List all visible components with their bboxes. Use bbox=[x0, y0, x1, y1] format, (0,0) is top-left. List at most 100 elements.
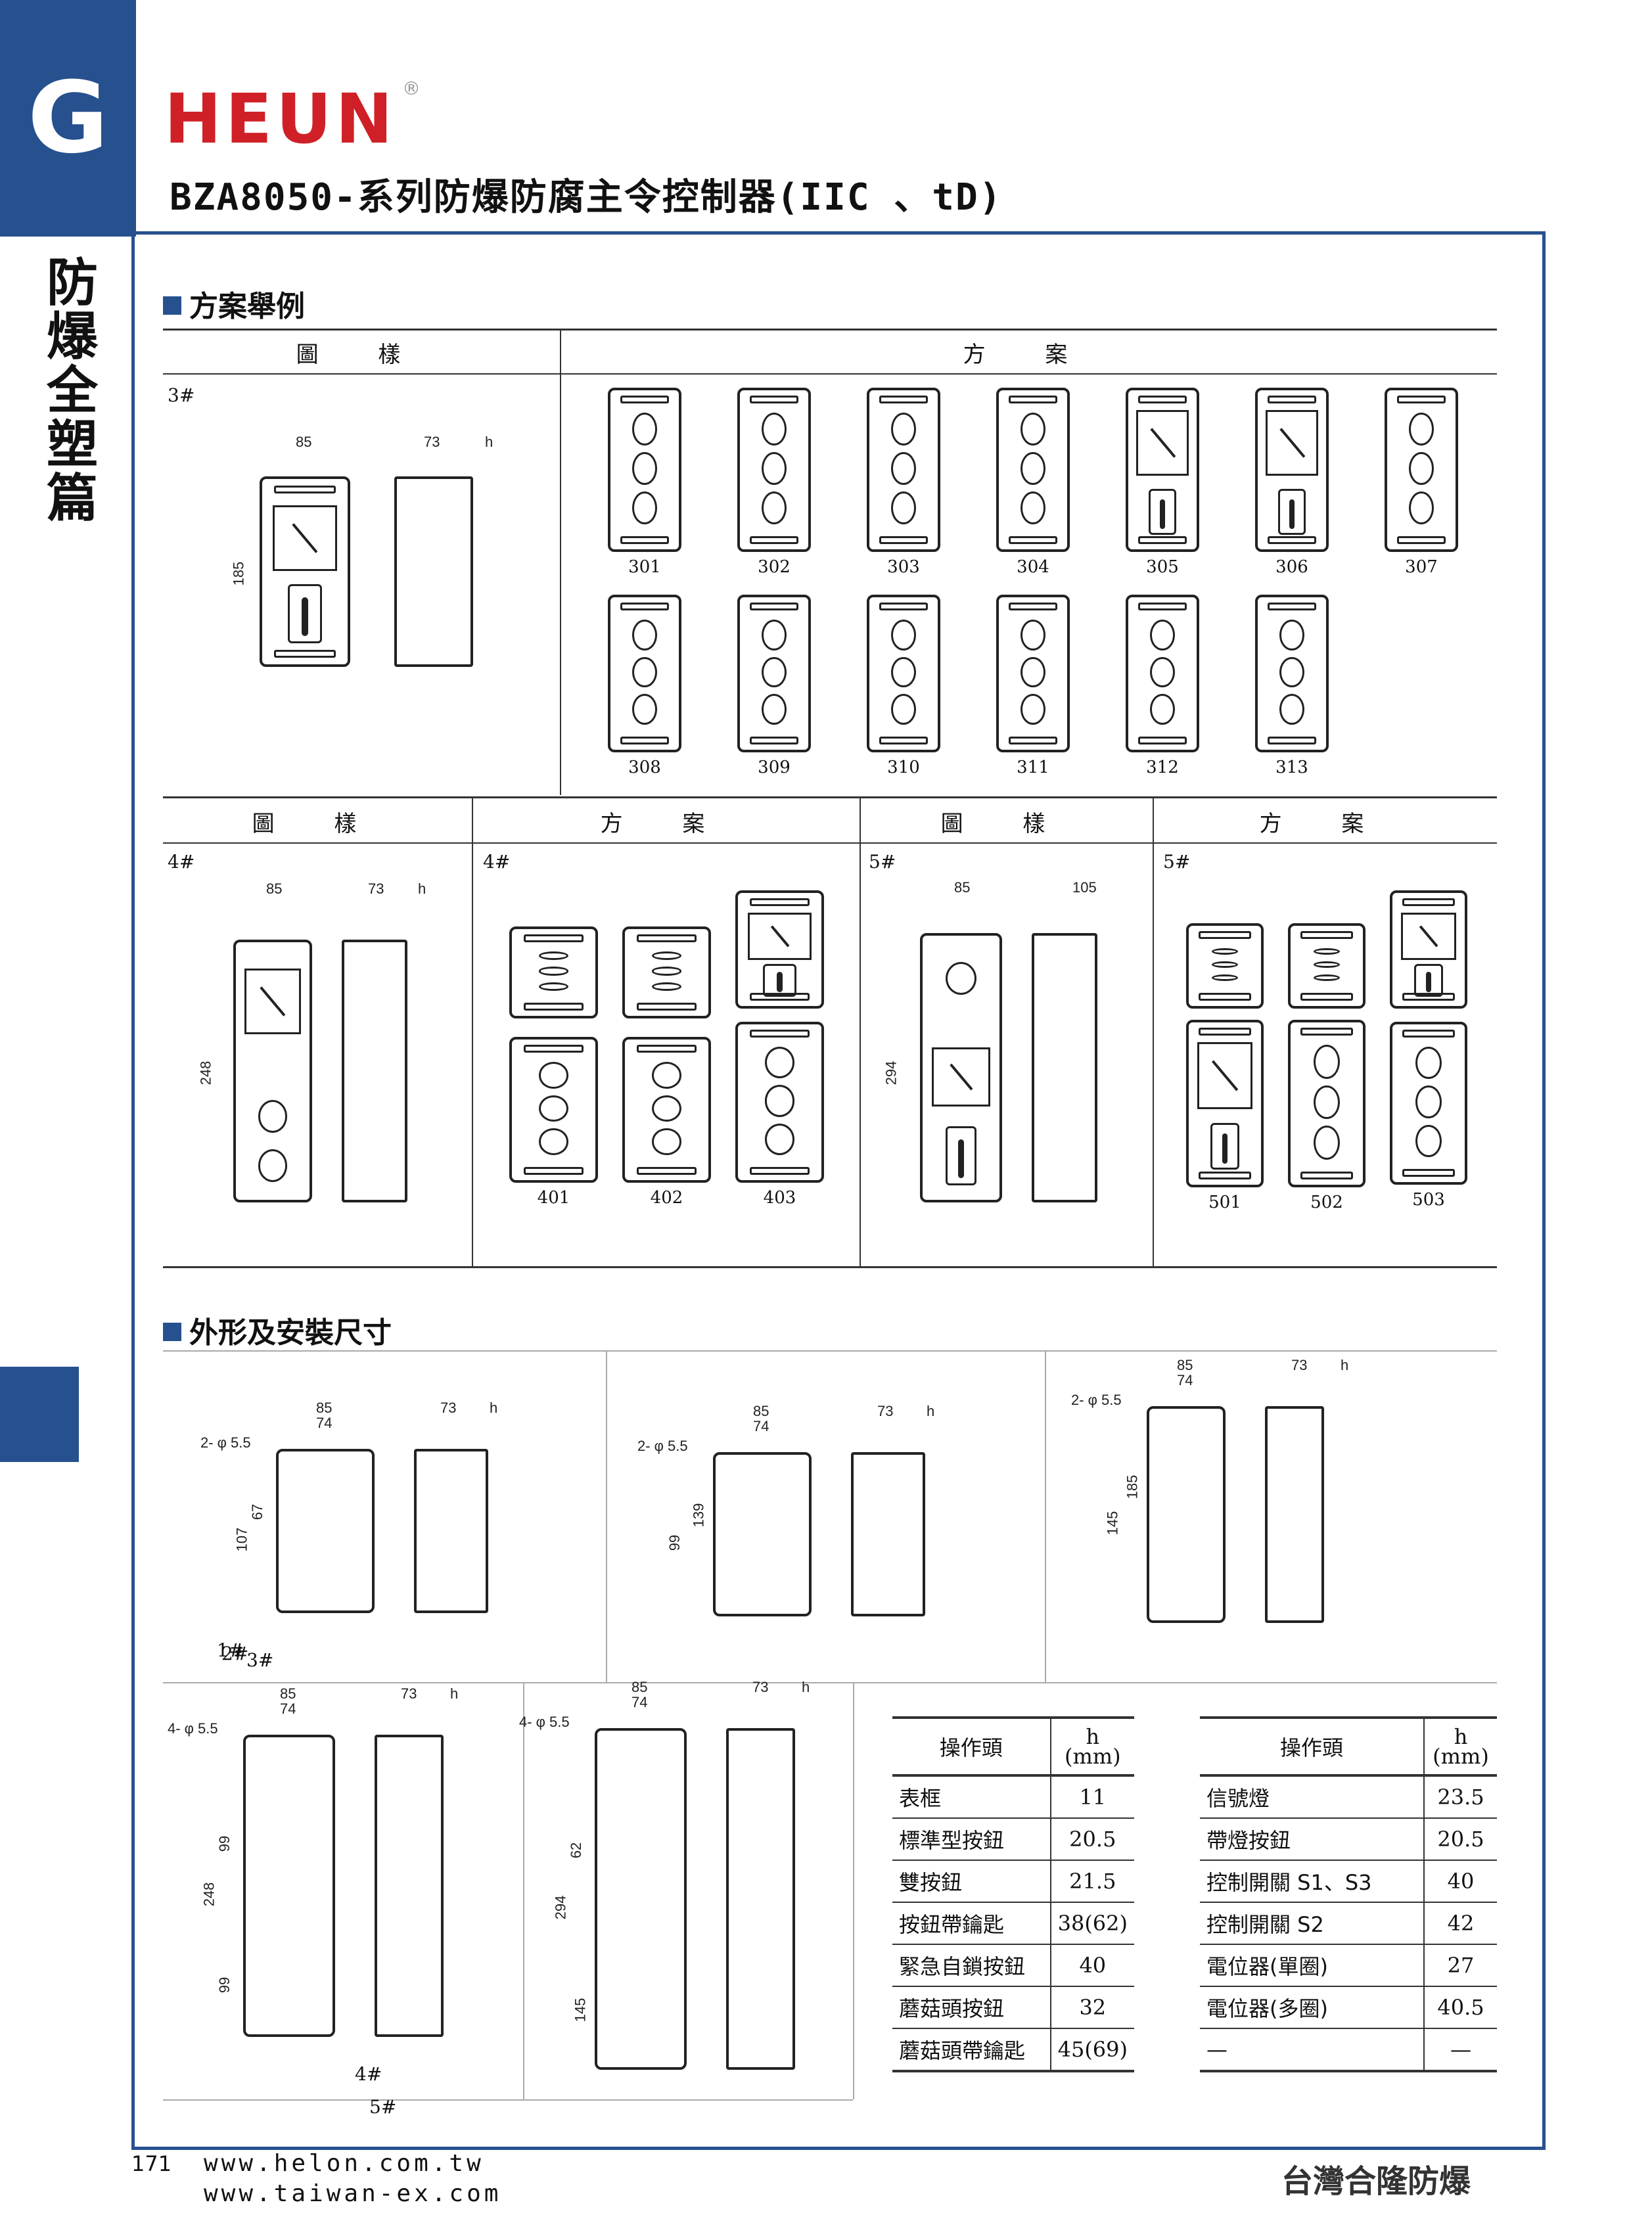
section-letter: G bbox=[27, 61, 109, 175]
cell-operator: 雙按鈕 bbox=[892, 1860, 1051, 1903]
col-operator: 操作頭 bbox=[1200, 1716, 1424, 1777]
section-dimensions-title: 外形及安裝尺寸 bbox=[163, 1309, 392, 1351]
label-slot bbox=[749, 898, 810, 906]
dim-height: 139 bbox=[690, 1503, 707, 1528]
dim-h: h bbox=[485, 434, 493, 450]
push-button-icon bbox=[764, 1085, 795, 1117]
cell-operator: 緊急自鎖按鈕 bbox=[892, 1944, 1051, 1987]
scheme-number: 306 bbox=[1275, 557, 1308, 577]
cell-h: 21.5 bbox=[1049, 1860, 1134, 1903]
push-button-icon bbox=[651, 1062, 682, 1089]
push-button-icon bbox=[651, 982, 682, 991]
label-slot bbox=[749, 737, 799, 744]
dim-inner-width: 74 bbox=[316, 1415, 333, 1431]
website-link[interactable]: www.taiwan-ex.com bbox=[204, 2180, 502, 2207]
selector-icon bbox=[1149, 489, 1176, 535]
scheme-unit bbox=[1390, 1022, 1467, 1185]
enclosure-side bbox=[394, 476, 473, 667]
table-divider bbox=[853, 1682, 854, 2099]
table-rule bbox=[163, 1350, 1497, 1352]
section-examples-title: 方案舉例 bbox=[163, 283, 305, 325]
cell-h: 27 bbox=[1423, 1944, 1497, 1987]
scheme-number: 304 bbox=[1017, 557, 1049, 577]
push-button-icon bbox=[1314, 974, 1340, 981]
label-slot bbox=[1199, 931, 1251, 939]
enclosure-front bbox=[276, 1449, 375, 1613]
dim-depth: 73 bbox=[440, 1400, 457, 1416]
push-button-icon bbox=[538, 1095, 569, 1122]
dim-width: 85 bbox=[280, 1685, 296, 1702]
cell-operator: 按鈕帶鑰匙 bbox=[892, 1902, 1051, 1945]
drawing-label: 1# bbox=[217, 1639, 244, 1661]
company-name: 台灣合隆防爆 bbox=[1281, 2163, 1471, 2200]
push-button-icon bbox=[891, 656, 916, 688]
scheme-number: 305 bbox=[1146, 557, 1179, 577]
enclosure-front bbox=[713, 1452, 812, 1616]
table-row: 電位器(多圈)40.5 bbox=[1200, 1986, 1497, 2029]
table-divider bbox=[472, 796, 473, 1266]
label-slot bbox=[523, 1167, 584, 1175]
dim-inner-width: 74 bbox=[1177, 1372, 1193, 1388]
meter-icon bbox=[1266, 410, 1318, 476]
table-rule bbox=[163, 1266, 1497, 1268]
dim-width: 85 bbox=[316, 1400, 333, 1416]
push-button-icon bbox=[1150, 656, 1175, 688]
sidebar-vertical-text: 防爆全塑篇 bbox=[46, 254, 98, 528]
push-button-icon bbox=[762, 413, 787, 445]
cell-operator: 表框 bbox=[892, 1775, 1051, 1819]
dim-height: 99 bbox=[666, 1534, 683, 1551]
dim-depth: 73 bbox=[877, 1403, 894, 1419]
group-label: 4# bbox=[168, 851, 195, 873]
label-slot bbox=[1402, 1169, 1455, 1177]
label-slot bbox=[879, 603, 929, 610]
push-button-icon bbox=[1212, 974, 1238, 981]
group-label: 5# bbox=[869, 851, 896, 873]
dim-hole: 2- φ 5.5 bbox=[1071, 1392, 1122, 1408]
label-slot bbox=[1137, 737, 1187, 744]
group-label: 4# bbox=[483, 851, 511, 873]
push-button-icon bbox=[762, 656, 787, 688]
header-drawing: 圖 樣 bbox=[296, 342, 427, 368]
push-button-icon bbox=[632, 413, 657, 445]
label-slot bbox=[749, 536, 799, 544]
dim-width: 85 bbox=[631, 1679, 648, 1695]
label-slot bbox=[1008, 603, 1058, 610]
table-divider bbox=[1153, 796, 1154, 1266]
label-slot bbox=[1402, 1030, 1455, 1038]
scheme-number: 403 bbox=[763, 1188, 796, 1208]
label-slot bbox=[879, 737, 929, 744]
label-slot bbox=[1267, 737, 1317, 744]
push-button-icon bbox=[762, 452, 787, 485]
push-button-icon bbox=[538, 951, 569, 961]
scheme-unit bbox=[867, 595, 940, 752]
table-row: —— bbox=[1200, 2028, 1497, 2072]
cell-operator: 標準型按鈕 bbox=[892, 1818, 1051, 1861]
col-operator: 操作頭 bbox=[892, 1716, 1051, 1777]
enclosure-side bbox=[726, 1728, 795, 2070]
dim-width: 85 bbox=[296, 434, 312, 450]
table-divider bbox=[560, 329, 561, 795]
push-button-icon bbox=[1314, 961, 1340, 968]
scheme-number: 503 bbox=[1412, 1190, 1445, 1210]
push-button-icon bbox=[762, 694, 787, 725]
website-link[interactable]: www.helon.com.tw bbox=[204, 2150, 484, 2177]
cell-h: 32 bbox=[1049, 1986, 1134, 2029]
scheme-unit bbox=[867, 388, 940, 552]
header-drawing: 圖 樣 bbox=[252, 811, 383, 837]
dim-h: h bbox=[418, 880, 426, 897]
scheme-number: 312 bbox=[1146, 758, 1179, 777]
label-slot bbox=[636, 934, 697, 942]
enclosure-side bbox=[1265, 1406, 1324, 1623]
dim-height: 99 bbox=[216, 1976, 233, 1994]
dim-depth: 73 bbox=[368, 880, 384, 897]
push-button-icon bbox=[1212, 961, 1238, 968]
cell-operator: 帶燈按鈕 bbox=[1200, 1818, 1424, 1861]
cell-operator: 信號燈 bbox=[1200, 1775, 1424, 1819]
label-slot bbox=[1396, 536, 1446, 544]
scheme-unit bbox=[996, 595, 1070, 752]
scheme-unit bbox=[509, 926, 598, 1018]
